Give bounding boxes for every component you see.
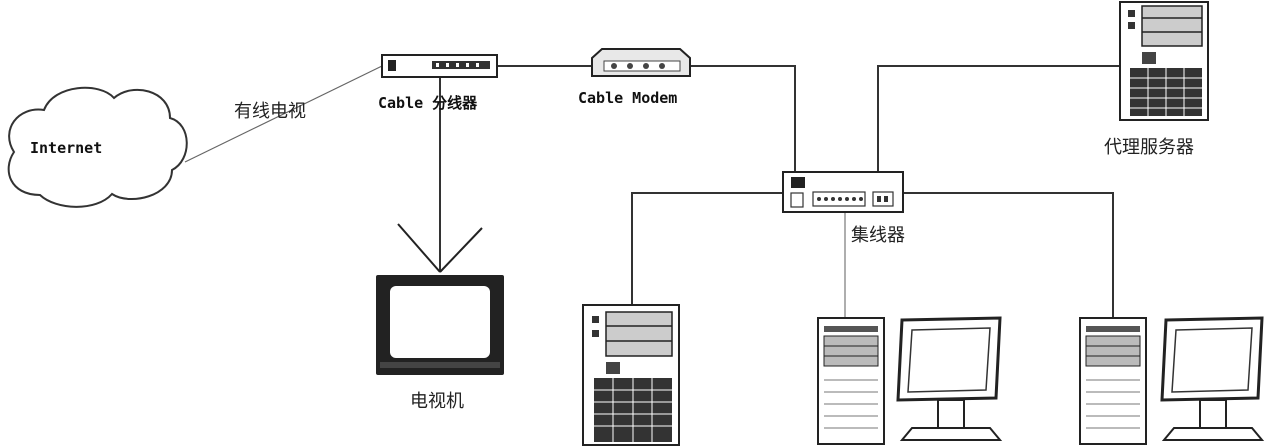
cable-tv-label: 有线电视	[234, 101, 306, 122]
server	[582, 304, 680, 446]
internet-cloud: Internet	[7, 86, 188, 208]
edge-internet-splitter	[184, 65, 383, 163]
cable-modem: Cable Modem	[578, 48, 691, 107]
workstation-1	[817, 316, 1003, 445]
cloud-icon	[7, 86, 188, 208]
tv-antenna-left	[397, 223, 441, 273]
proxy-server: 代理服务器	[1104, 1, 1209, 158]
television: 电视机	[376, 223, 504, 412]
cable-splitter: Cable 分线器	[378, 54, 498, 112]
modem-label: Cable Modem	[578, 89, 677, 107]
hub-label: 集线器	[851, 225, 905, 246]
proxy-label: 代理服务器	[1104, 137, 1194, 158]
workstation-2	[1079, 316, 1265, 445]
edge-modem-hub	[690, 65, 796, 172]
hub: 集线器	[782, 171, 905, 246]
connection-lines	[184, 65, 1120, 318]
tv-antenna-right	[439, 227, 483, 273]
edge-hub-server	[631, 192, 783, 305]
tv-label: 电视机	[410, 391, 464, 412]
internet-label: Internet	[30, 139, 102, 157]
edge-proxy-hub	[877, 65, 1120, 172]
splitter-label: Cable 分线器	[378, 94, 478, 112]
edge-hub-workstation-2	[903, 192, 1114, 318]
